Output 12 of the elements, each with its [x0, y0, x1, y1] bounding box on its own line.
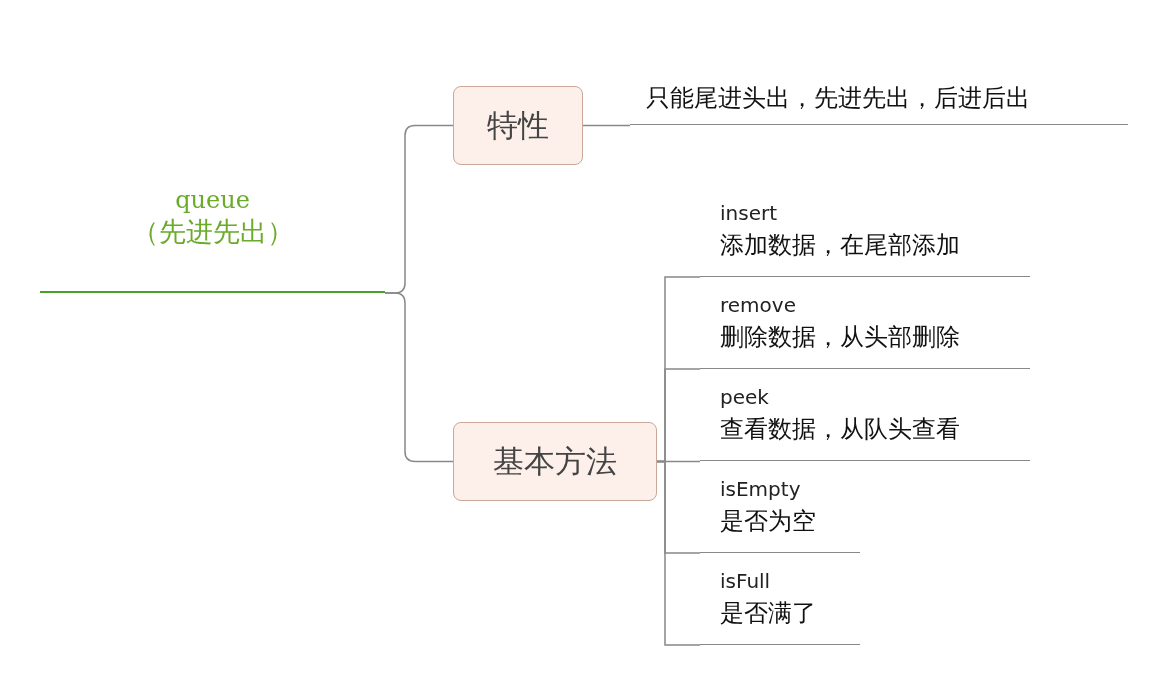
subtopic: isFull 是否满了 [700, 565, 860, 645]
subtopic: 只能尾进头出，先进先出，后进后出 [630, 78, 1128, 125]
topic-box: 基本方法 [453, 422, 657, 501]
connector-line [384, 292, 454, 463]
central-topic: queue （先进先出） [40, 180, 385, 293]
connector-line [656, 460, 701, 646]
subtopic: remove 删除数据，从头部删除 [700, 289, 1030, 369]
connector-line [582, 124, 631, 127]
subtopic: isEmpty 是否为空 [700, 473, 860, 553]
subtopic: insert 添加数据，在尾部添加 [700, 197, 1030, 277]
topic-box: 特性 [453, 86, 583, 165]
subtopic: peek 查看数据，从队头查看 [700, 381, 1030, 461]
